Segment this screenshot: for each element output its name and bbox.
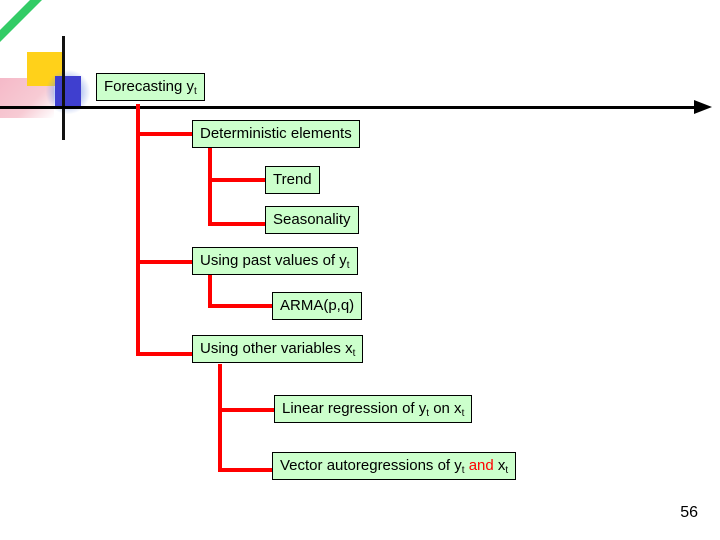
- node-deterministic-label: Deterministic elements: [200, 125, 352, 142]
- node-vector-autoregressions[interactable]: Vector autoregressions of yt and xt: [272, 452, 517, 480]
- connector-to-var: [218, 468, 274, 472]
- connector-trunk-main: [136, 104, 140, 356]
- decorative-green-triangle-inner: [0, 0, 30, 30]
- node-seasonality[interactable]: Seasonality: [265, 206, 359, 234]
- timeline-arrow-head: [694, 100, 712, 114]
- connector-to-linear-regression: [218, 408, 274, 412]
- node-other-vars-label: Using other variables x: [200, 340, 353, 357]
- connector-to-seasonality: [208, 222, 266, 226]
- node-using-other-variables[interactable]: Using other variables xt: [192, 335, 364, 363]
- node-var-label-tail: x: [497, 457, 506, 474]
- connector-to-deterministic: [136, 132, 192, 136]
- connector-trunk-deterministic: [208, 146, 212, 226]
- timeline-axis-line: [0, 106, 696, 109]
- node-linear-regression-label-tail: on x: [429, 400, 462, 417]
- node-forecasting-subscript: t: [194, 86, 197, 97]
- node-linear-regression-subscript-2: t: [461, 408, 465, 419]
- connector-to-trend: [208, 178, 266, 182]
- node-var-subscript-2: t: [505, 465, 509, 476]
- node-linear-regression-subscript-1: t: [426, 408, 430, 419]
- node-var-label-and: and: [464, 457, 498, 474]
- connector-to-arma: [208, 304, 272, 308]
- node-forecasting[interactable]: Forecasting yt: [96, 73, 205, 101]
- node-using-past-values[interactable]: Using past values of yt: [192, 247, 358, 275]
- node-linear-regression[interactable]: Linear regression of yt on xt: [274, 395, 473, 423]
- node-var-label: Vector autoregressions of y: [280, 457, 462, 474]
- node-linear-regression-label: Linear regression of y: [282, 400, 427, 417]
- connector-to-past-values: [136, 260, 192, 264]
- node-var-subscript-1: t: [461, 465, 465, 476]
- connector-to-other-vars: [136, 352, 192, 356]
- node-past-values-label: Using past values of y: [200, 252, 347, 269]
- node-trend[interactable]: Trend: [265, 166, 320, 194]
- node-trend-label: Trend: [273, 171, 312, 188]
- node-seasonality-label: Seasonality: [273, 211, 351, 228]
- page-number: 56: [680, 504, 698, 521]
- node-deterministic-elements[interactable]: Deterministic elements: [192, 120, 360, 148]
- decorative-vertical-bar: [62, 36, 65, 140]
- connector-trunk-other-vars: [218, 364, 222, 472]
- node-past-values-subscript: t: [346, 260, 350, 271]
- node-forecasting-label: Forecasting y: [104, 78, 195, 95]
- node-other-vars-subscript: t: [352, 348, 356, 359]
- node-arma[interactable]: ARMA(p,q): [272, 292, 363, 320]
- connector-trunk-past-values: [208, 272, 212, 308]
- node-arma-label: ARMA(p,q): [280, 297, 355, 314]
- decorative-blue-square: [55, 76, 81, 106]
